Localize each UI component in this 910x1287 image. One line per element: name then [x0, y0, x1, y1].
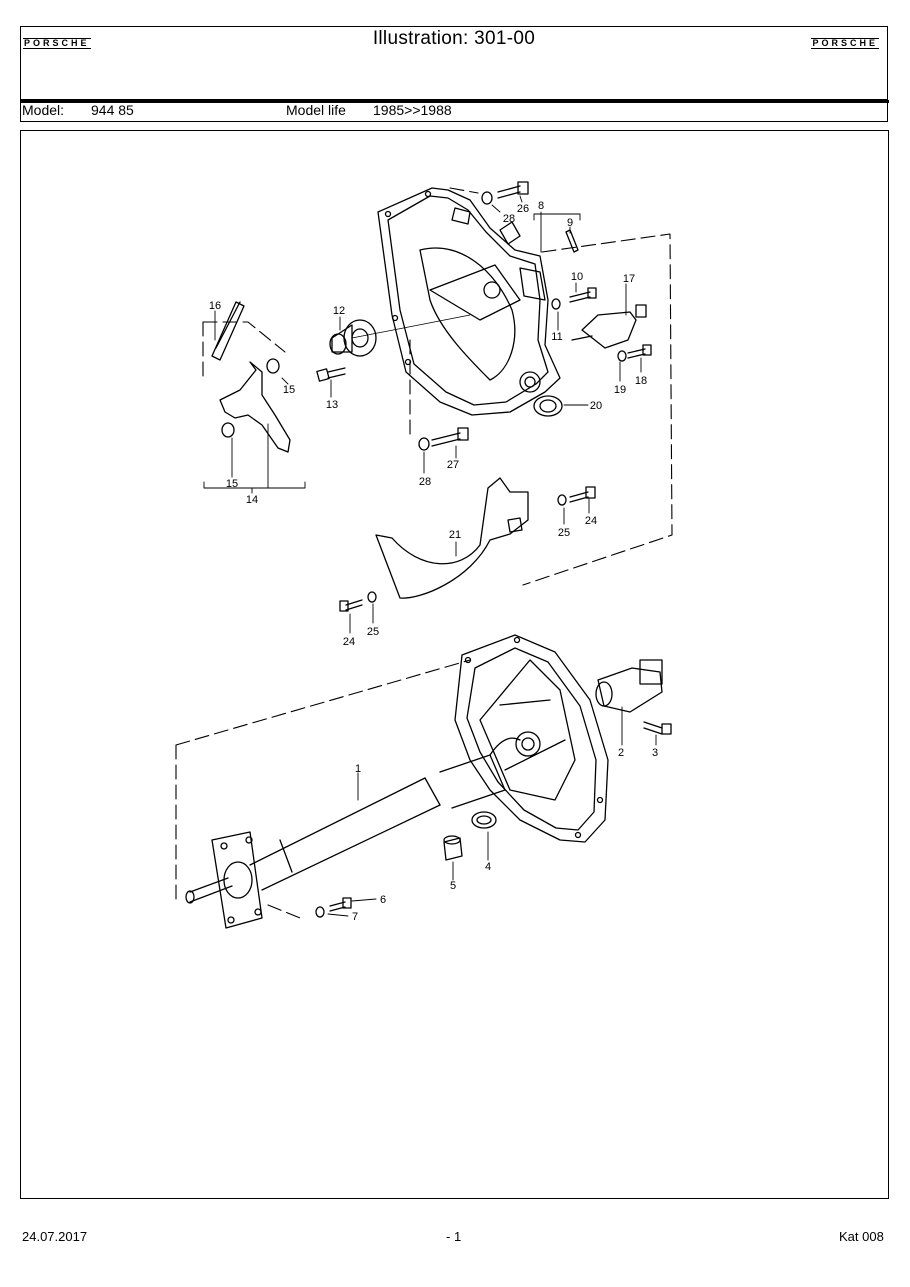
leader-lines [203, 195, 657, 917]
callout-5: 5 [450, 880, 456, 892]
callout-13: 13 [326, 399, 338, 411]
assembly-dash-outline [175, 187, 673, 921]
guide-sleeve-drawing [329, 314, 471, 357]
illustration-frame [20, 130, 889, 1199]
callout-1: 1 [355, 763, 361, 775]
callout-12: 12 [333, 305, 345, 317]
callout-8: 8 [538, 200, 544, 212]
callout-11: 11 [551, 331, 562, 343]
release-fork-drawing [219, 358, 291, 453]
fasteners-drawing [339, 181, 652, 612]
model-row: Model: 944 85 Model life 1985>>1988 [20, 102, 888, 122]
porsche-logo-right: PORSCHE [811, 38, 879, 49]
callout-24: 24 [343, 636, 355, 648]
callout-27: 27 [447, 459, 459, 471]
central-tube-drawing [185, 737, 521, 929]
callout-18: 18 [635, 375, 647, 387]
callout-7: 7 [352, 911, 358, 923]
header-box: PORSCHE Illustration: 301-00 PORSCHE [20, 26, 888, 100]
callout-26: 26 [517, 203, 529, 215]
header-rule [20, 100, 889, 103]
bell-housing-drawing [454, 634, 609, 843]
porsche-logo-left: PORSCHE [23, 38, 91, 49]
model-life-value: 1985>>1988 [373, 102, 452, 118]
callout-15: 15 [226, 478, 238, 490]
model-value: 944 85 [91, 102, 134, 118]
callout-2: 2 [618, 747, 624, 759]
callout-24: 24 [585, 515, 597, 527]
callout-15: 15 [283, 384, 295, 396]
callout-3: 3 [652, 747, 658, 759]
callout-14: 14 [246, 494, 258, 506]
callout-16: 16 [209, 300, 221, 312]
bolt-13-drawing [316, 367, 346, 382]
callout-9: 9 [567, 217, 573, 229]
bolt-6-7-drawing [315, 897, 352, 918]
callout-19: 19 [614, 384, 626, 396]
footer-page: - 1 [446, 1229, 462, 1244]
cap-4-5-drawing [443, 811, 497, 861]
shaft-16-drawing [211, 301, 245, 361]
slave-cylinder-2-drawing [595, 659, 672, 735]
callout-17: 17 [623, 273, 635, 285]
callout-25: 25 [558, 527, 570, 539]
callout-28: 28 [503, 213, 515, 225]
callout-4: 4 [485, 861, 491, 873]
page-title: Illustration: 301-00 [372, 28, 536, 49]
callout-6: 6 [380, 894, 386, 906]
callout-28: 28 [419, 476, 431, 488]
cover-plate-21-drawing [375, 477, 529, 599]
callout-25: 25 [367, 626, 379, 638]
callout-10: 10 [571, 271, 583, 283]
clutch-housing-drawing [377, 187, 561, 416]
footer-date: 24.07.2017 [22, 1229, 88, 1244]
footer-catalog: Kat 008 [839, 1229, 884, 1244]
seal-20-drawing [533, 395, 563, 417]
model-life-label: Model life [286, 102, 346, 118]
callout-20: 20 [590, 400, 602, 412]
model-label: Model: [22, 102, 65, 118]
callout-21: 21 [449, 529, 461, 541]
slave-cylinder-17-drawing [571, 304, 647, 349]
